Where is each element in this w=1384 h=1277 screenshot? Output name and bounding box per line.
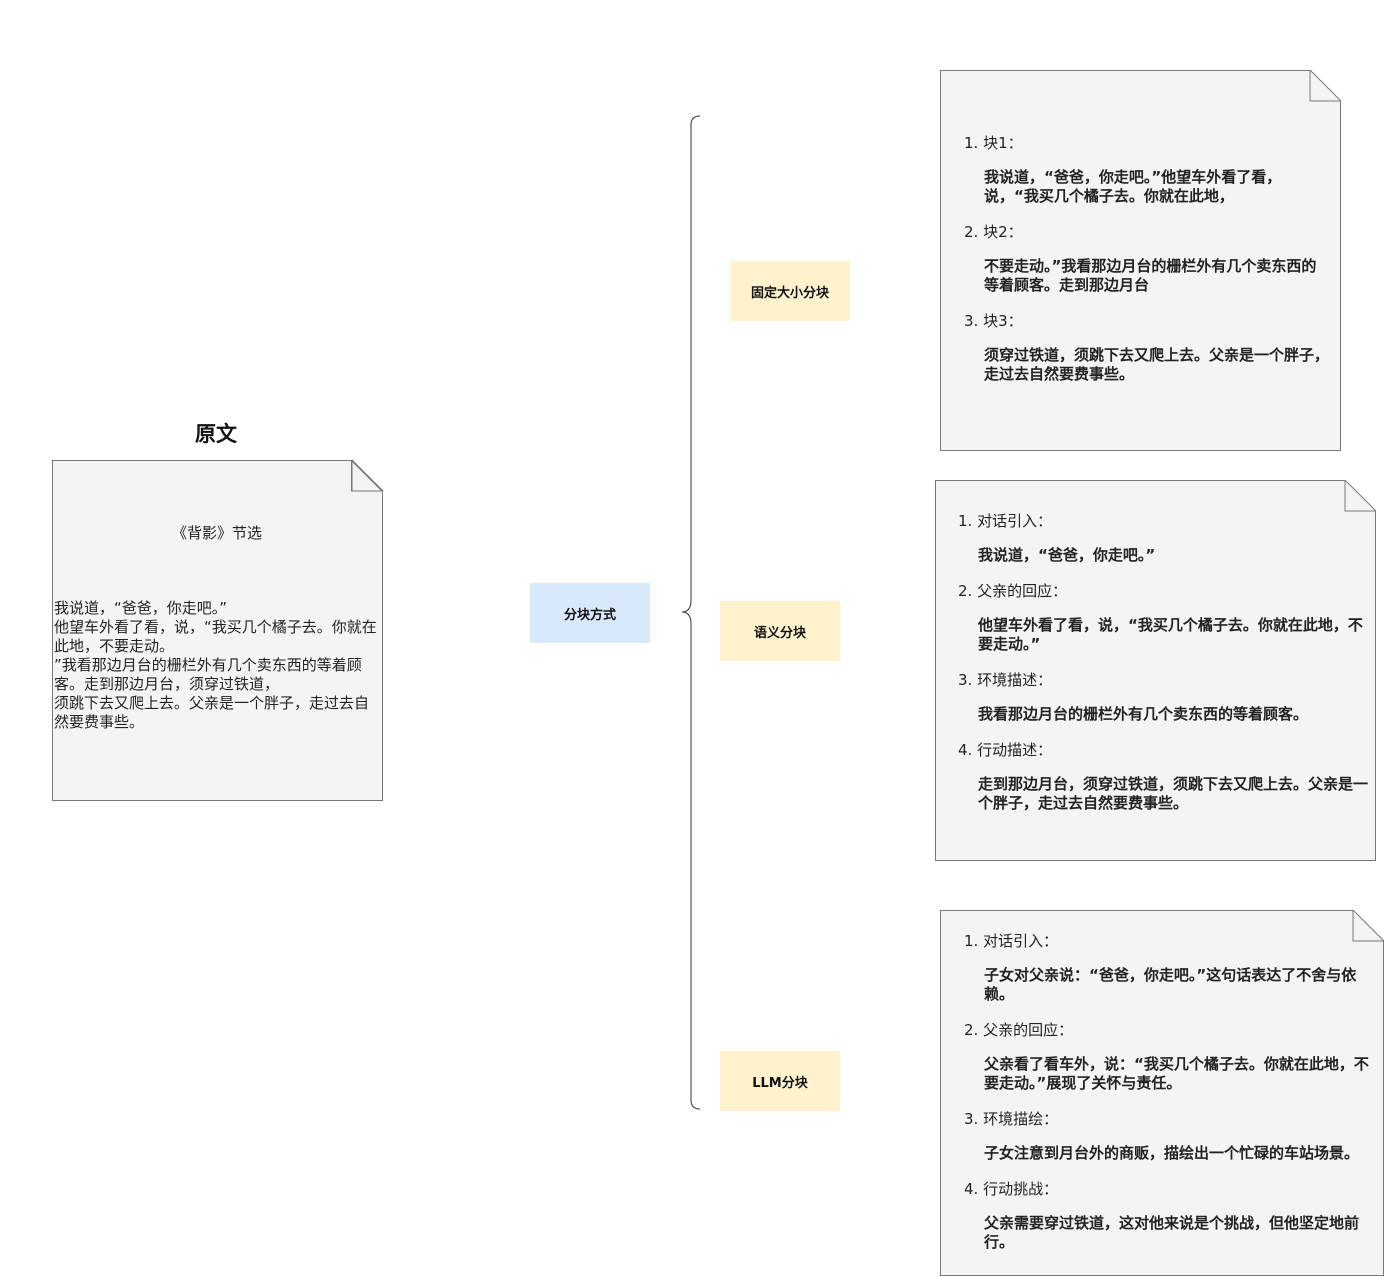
source-text: 我说道，“爸爸，你走吧。” 他望车外看了看，说，“我买几个橘子去。你就在此地，不… [54, 599, 382, 732]
chunk-text: 子女注意到月台外的商贩，描绘出一个忙碌的车站场景。 [984, 1144, 1360, 1162]
fixed-size-chunk-list: 1. 块1： 我说道，“爸爸，你走吧。”他望车外看了看，说，“我买几个橘子去。你… [964, 133, 1330, 400]
chunk-label: 行动描述： [977, 741, 1053, 759]
chunk-label: 环境描绘： [983, 1110, 1059, 1128]
chunking-methods-label: 分块方式 [563, 607, 616, 623]
chunk-label: 父亲的回应： [977, 582, 1068, 600]
chunk-label: 对话引入： [977, 512, 1053, 530]
list-item: 1. 块1： 我说道，“爸爸，你走吧。”他望车外看了看，说，“我买几个橘子去。你… [964, 133, 1330, 206]
source-line: 须跳下去又爬上去。父亲是一个胖子，走过去自然要费事些。 [54, 694, 370, 731]
source-doc-title: 《背影》节选 [171, 524, 262, 542]
chunk-text: 父亲看了看车外，说：“我买几个橘子去。你就在此地，不要走动。”展现了关怀与责任。 [984, 1055, 1369, 1092]
llm-chunking-node: LLM分块 [720, 1051, 840, 1111]
source-line: 他望车外看了看，说，“我买几个橘子去。你就在此地，不要走动。 [54, 618, 377, 655]
source-line: 我说道，“爸爸，你走吧。” [54, 599, 228, 617]
semantic-result-document [935, 480, 1376, 861]
list-item: 4. 行动挑战： 父亲需要穿过铁道，这对他来说是个挑战，但他坚定地前行。 [964, 1179, 1382, 1252]
source-title: 原文 [195, 422, 237, 446]
list-item: 2. 块2： 不要走动。”我看那边月台的栅栏外有几个卖东西的等着顾客。走到那边月… [964, 222, 1330, 295]
fixed-size-chunking-node: 固定大小分块 [730, 261, 850, 321]
chunk-text: 不要走动。”我看那边月台的栅栏外有几个卖东西的等着顾客。走到那边月台 [984, 257, 1317, 294]
chunk-text: 须穿过铁道，须跳下去又爬上去。父亲是一个胖子，走过去自然要费事些。 [984, 346, 1330, 383]
chunk-text: 父亲需要穿过铁道，这对他来说是个挑战，但他坚定地前行。 [984, 1214, 1360, 1251]
chunking-methods-node: 分块方式 [530, 583, 650, 643]
list-item: 2. 父亲的回应： 他望车外看了看，说，“我买几个橘子去。你就在此地，不要走动。… [958, 581, 1370, 654]
chunk-label: 块3： [983, 312, 1023, 330]
semantic-chunk-list: 1. 对话引入： 我说道，“爸爸，你走吧。” 2. 父亲的回应： 他望车外看了看… [958, 511, 1370, 829]
chunk-text: 我说道，“爸爸，你走吧。”他望车外看了看，说，“我买几个橘子去。你就在此地， [984, 168, 1282, 205]
chunk-text: 我说道，“爸爸，你走吧。” [978, 546, 1156, 564]
list-item: 1. 对话引入： 我说道，“爸爸，你走吧。” [958, 511, 1370, 565]
list-item: 1. 对话引入： 子女对父亲说：“爸爸，你走吧。”这句话表达了不舍与依赖。 [964, 931, 1382, 1004]
chunk-text: 走到那边月台，须穿过铁道，须跳下去又爬上去。父亲是一个胖子，走过去自然要费事些。 [978, 775, 1369, 812]
list-item: 2. 父亲的回应： 父亲看了看车外，说：“我买几个橘子去。你就在此地，不要走动。… [964, 1020, 1382, 1093]
chunk-text: 我看那边月台的栅栏外有几个卖东西的等着顾客。 [978, 705, 1309, 723]
chunk-label: 环境描述： [977, 671, 1053, 689]
chunk-label: 行动挑战： [983, 1180, 1059, 1198]
method-label: 语义分块 [753, 625, 806, 641]
chunk-label: 父亲的回应： [983, 1021, 1074, 1039]
llm-chunk-list: 1. 对话引入： 子女对父亲说：“爸爸，你走吧。”这句话表达了不舍与依赖。 2.… [964, 931, 1382, 1268]
list-item: 3. 环境描绘： 子女注意到月台外的商贩，描绘出一个忙碌的车站场景。 [964, 1109, 1382, 1163]
chunk-text: 子女对父亲说：“爸爸，你走吧。”这句话表达了不舍与依赖。 [984, 966, 1357, 1003]
chunk-text: 他望车外看了看，说，“我买几个橘子去。你就在此地，不要走动。” [978, 616, 1363, 653]
chunk-label: 块1： [983, 134, 1023, 152]
list-item: 4. 行动描述： 走到那边月台，须穿过铁道，须跳下去又爬上去。父亲是一个胖子，走… [958, 741, 1369, 812]
llm-result-document [940, 910, 1384, 1276]
source-line: ”我看那边月台的栅栏外有几个卖东西的等着顾客。走到那边月台，须穿过铁道， [54, 656, 362, 693]
list-item: 3. 块3： 须穿过铁道，须跳下去又爬上去。父亲是一个胖子，走过去自然要费事些。 [964, 312, 1330, 383]
method-label: 固定大小分块 [750, 285, 829, 301]
list-item: 3. 环境描述： 我看那边月台的栅栏外有几个卖东西的等着顾客。 [958, 670, 1370, 724]
method-label: LLM分块 [752, 1075, 808, 1091]
source-document [52, 460, 383, 801]
semantic-chunking-node: 语义分块 [720, 601, 840, 661]
fixed-size-result-document [940, 70, 1341, 451]
chunk-label: 对话引入： [983, 932, 1059, 950]
chunk-label: 块2： [983, 223, 1023, 241]
